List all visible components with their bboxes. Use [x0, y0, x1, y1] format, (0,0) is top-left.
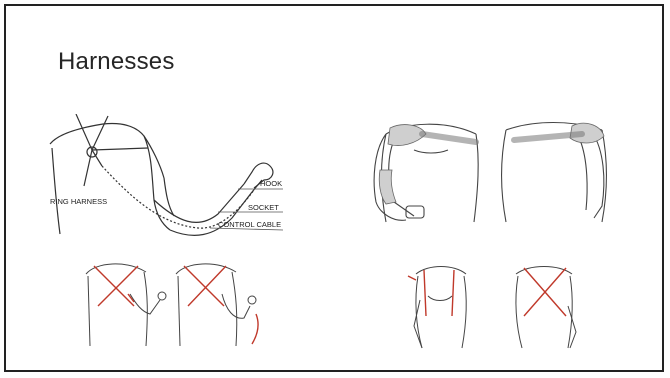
figure-ring-harness-diagram: RING HARNESS HOOK SOCKET CONTROL CABLE [48, 114, 288, 244]
figure-harness-front-pair [76, 254, 276, 354]
label-hook: HOOK [260, 179, 282, 188]
label-socket: SOCKET [248, 203, 279, 212]
slide: Harnesses [4, 4, 664, 372]
label-control-cable: CONTROL CABLE [218, 220, 281, 229]
slide-title: Harnesses [58, 48, 175, 76]
figure-shoulder-harness-front-back [366, 110, 626, 230]
figure-harness-female-pair [406, 256, 606, 356]
label-ring-harness: RING HARNESS [50, 197, 107, 206]
